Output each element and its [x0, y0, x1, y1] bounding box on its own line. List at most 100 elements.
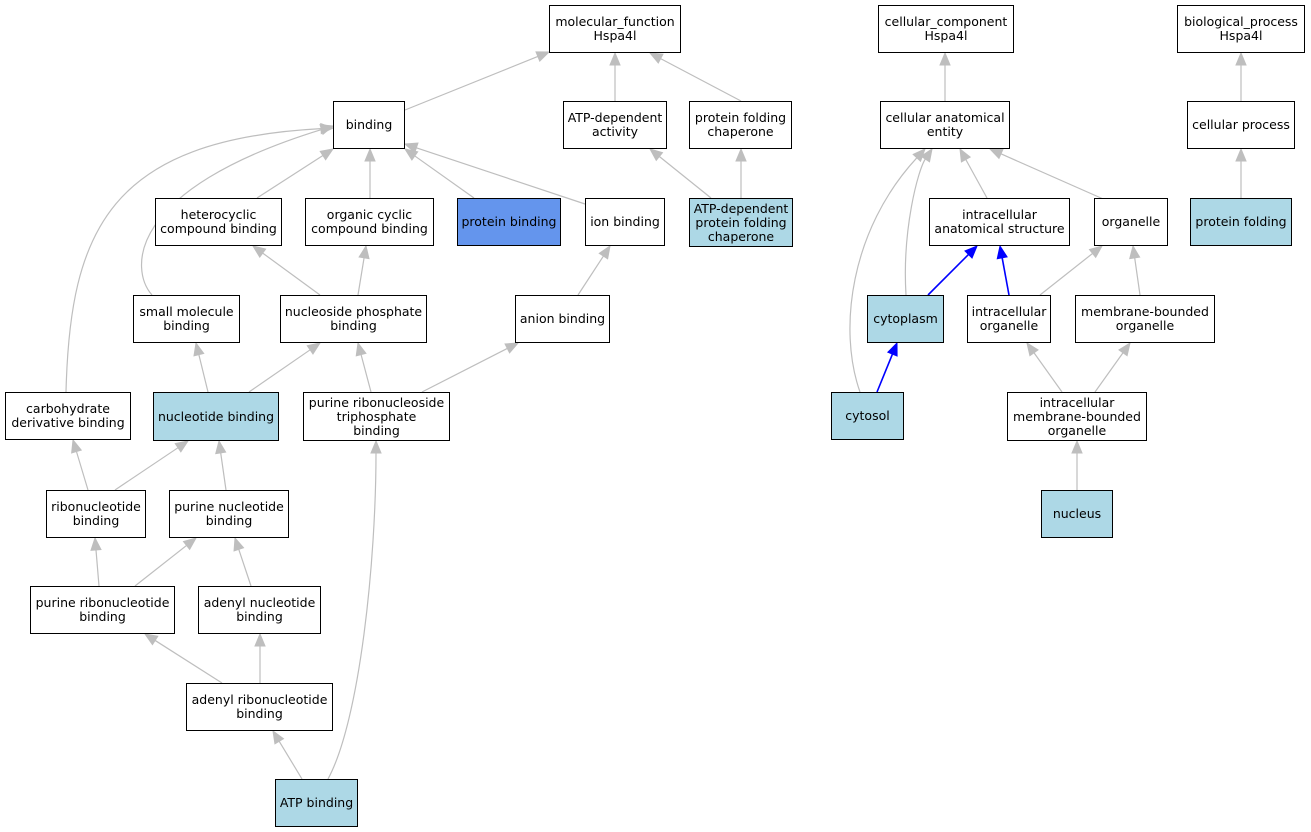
edge-prnt-to-anion: [421, 347, 508, 393]
edge-pur-ribo-to-ribonuc-arrowhead: [90, 536, 102, 551]
edge-cytoplasm-to-cae-arrowhead: [920, 147, 933, 163]
edge-anion-to-ion-binding: [577, 255, 604, 296]
edge-prnt-to-nuc-phos-arrowhead: [355, 341, 367, 357]
node-heterocyclic-compound-binding[interactable]: heterocyclic compound binding: [155, 198, 282, 246]
edge-nuc-phos-to-heterocyclic-arrowhead: [251, 245, 267, 259]
edge-atp-dep-pfc-to-pf-chap-arrowhead: [735, 147, 747, 162]
edge-ic-org-to-organelle-arrowhead: [1088, 245, 1104, 259]
edge-mb-org-to-organelle: [1134, 257, 1141, 296]
edge-atp-binding-to-prnt-arrowhead: [370, 439, 382, 454]
edge-cytoplasm-to-ias-arrowhead: [964, 245, 978, 259]
edge-nucleus-to-imbo-arrowhead: [1071, 439, 1083, 454]
node-membrane-bounded-organelle[interactable]: membrane-bounded organelle: [1075, 295, 1215, 343]
edge-ic-org-to-ias-arrowhead: [996, 244, 1008, 260]
edge-atp-dep-pfc-to-atp-dep-act-arrowhead: [648, 148, 664, 162]
edge-cae-to-cc-arrowhead: [939, 51, 951, 66]
node-atp-dependent-activity[interactable]: ATP-dependent activity: [563, 101, 667, 149]
node-cellular-anatomical-entity[interactable]: cellular anatomical entity: [880, 101, 1010, 149]
edge-ic-org-to-ias: [1001, 257, 1010, 296]
edge-carb-to-binding: [65, 128, 322, 393]
node-intracellular-organelle[interactable]: intracellular organelle: [967, 295, 1051, 343]
edge-organelle-to-cae: [1000, 153, 1111, 203]
node-atp-binding[interactable]: ATP binding: [275, 779, 358, 827]
node-biological-process[interactable]: biological_process Hspa4l: [1177, 5, 1305, 53]
edge-pf-chap-to-mf: [660, 58, 742, 102]
node-purine-ribonucleotide-binding[interactable]: purine ribonucleotide binding: [30, 586, 175, 634]
edge-pur-ribo-to-pur-nuc-arrowhead: [182, 537, 198, 551]
node-cellular-process[interactable]: cellular process: [1187, 101, 1295, 149]
node-organic-cyclic-compound-binding[interactable]: organic cyclic compound binding: [305, 198, 434, 246]
edge-adenyl-nuc-to-pur-nuc: [238, 549, 252, 587]
node-carbohydrate-derivative-binding[interactable]: carbohydrate derivative binding: [5, 392, 131, 440]
node-cytoplasm[interactable]: cytoplasm: [867, 295, 944, 343]
edge-imbo-to-mb-org: [1094, 352, 1124, 393]
node-ion-binding[interactable]: ion binding: [585, 198, 665, 246]
node-intracellular-membrane-bounded-organelle[interactable]: intracellular membrane-bounded organelle: [1007, 392, 1147, 441]
edge-adenyl-ribo-to-pur-ribo: [154, 639, 223, 684]
edge-cytosol-to-cytoplasm-arrowhead: [886, 341, 898, 357]
node-nucleus[interactable]: nucleus: [1041, 490, 1113, 538]
edge-nuc-phos-to-org-cyclic-arrowhead: [358, 244, 370, 260]
edge-ias-to-cae: [965, 159, 988, 199]
edge-adenyl-nuc-to-pur-nuc-arrowhead: [233, 536, 245, 552]
edge-binding-to-mf: [404, 55, 539, 111]
edge-cytosol-to-cae: [849, 157, 918, 393]
edge-nuc-binding-to-small-mol-arrowhead: [193, 341, 205, 357]
edge-ias-to-cae-arrowhead: [959, 147, 972, 163]
node-binding[interactable]: binding: [333, 101, 405, 149]
node-nucleoside-phosphate-binding[interactable]: nucleoside phosphate binding: [280, 295, 427, 343]
node-intracellular-anatomical-structure[interactable]: intracellular anatomical structure: [929, 198, 1070, 246]
edge-ribonuc-to-carb: [75, 451, 89, 491]
edge-atp-binding-to-prnt: [327, 452, 377, 780]
edge-adenyl-ribo-to-pur-ribo-arrowhead: [143, 633, 159, 646]
node-cytosol[interactable]: cytosol: [831, 392, 904, 440]
edge-prnt-to-anion-arrowhead: [504, 342, 520, 354]
node-ribonucleotide-binding[interactable]: ribonucleotide binding: [46, 490, 146, 538]
node-purine-nucleotide-binding[interactable]: purine nucleotide binding: [169, 490, 289, 538]
node-small-molecule-binding[interactable]: small molecule binding: [133, 295, 240, 343]
edge-protein-folding-to-cell-proc-arrowhead: [1235, 147, 1247, 162]
node-protein-folding[interactable]: protein folding: [1190, 198, 1292, 246]
edge-heterocyclic-to-binding-arrowhead: [319, 148, 335, 161]
edge-nuc-phos-to-heterocyclic: [262, 252, 321, 296]
edge-mb-org-to-organelle-arrowhead: [1129, 244, 1141, 260]
edge-ion-binding-to-binding-arrowhead: [403, 142, 419, 154]
edge-organelle-to-cae-arrowhead: [988, 148, 1004, 160]
edge-small-mol-to-binding: [140, 128, 322, 296]
edge-ribonuc-to-nuc-binding-arrowhead: [174, 440, 190, 453]
edge-org-cyclic-to-binding-arrowhead: [364, 147, 376, 162]
edge-pur-nuc-to-nuc-binding: [220, 452, 227, 491]
edge-nuc-binding-to-small-mol: [198, 354, 209, 393]
node-adenyl-nucleotide-binding[interactable]: adenyl nucleotide binding: [198, 586, 321, 634]
edge-pur-ribo-to-ribonuc: [95, 549, 100, 587]
edge-ion-binding-to-binding: [416, 147, 586, 205]
edge-adenyl-ribo-to-adenyl-nuc-arrowhead: [254, 632, 266, 647]
edge-atp-dep-act-to-mf-arrowhead: [609, 51, 621, 66]
edge-cytosol-to-cytoplasm: [876, 353, 894, 393]
node-organelle[interactable]: organelle: [1094, 198, 1168, 246]
node-anion-binding[interactable]: anion binding: [515, 295, 610, 343]
edge-cytosol-to-cae-arrowhead: [912, 148, 926, 163]
node-protein-binding[interactable]: protein binding: [457, 198, 561, 246]
edge-ribonuc-to-nuc-binding: [114, 447, 179, 491]
edge-imbo-to-ic-org: [1033, 352, 1063, 393]
node-adenyl-ribonucleotide-binding[interactable]: adenyl ribonucleotide binding: [186, 683, 333, 731]
node-atp-dependent-protein-folding-chaperone[interactable]: ATP-dependent protein folding chaperone: [689, 198, 793, 247]
edge-nuc-binding-to-nuc-phos: [248, 349, 311, 393]
node-nucleotide-binding[interactable]: nucleotide binding: [153, 392, 279, 441]
edge-atp-binding-to-adenyl-ribo: [278, 740, 303, 780]
edge-nuc-phos-to-org-cyclic: [357, 257, 365, 296]
edge-pur-ribo-to-pur-nuc: [134, 544, 187, 587]
edge-atp-binding-to-adenyl-ribo-arrowhead: [272, 729, 285, 745]
node-cellular-component[interactable]: cellular_component Hspa4l: [878, 5, 1014, 53]
edge-ribonuc-to-carb-arrowhead: [71, 438, 83, 454]
edge-nuc-binding-to-nuc-phos-arrowhead: [306, 342, 322, 355]
edge-binding-to-mf-arrowhead: [535, 51, 551, 63]
edge-protein-binding-to-binding: [414, 155, 475, 199]
node-protein-folding-chaperone[interactable]: protein folding chaperone: [689, 101, 792, 149]
node-purine-ribonucleoside-triphosphate-binding[interactable]: purine ribonucleoside triphosphate bindi…: [303, 392, 450, 441]
node-molecular-function[interactable]: molecular_function Hspa4l: [549, 5, 681, 53]
edge-cytoplasm-to-cae: [904, 158, 926, 296]
